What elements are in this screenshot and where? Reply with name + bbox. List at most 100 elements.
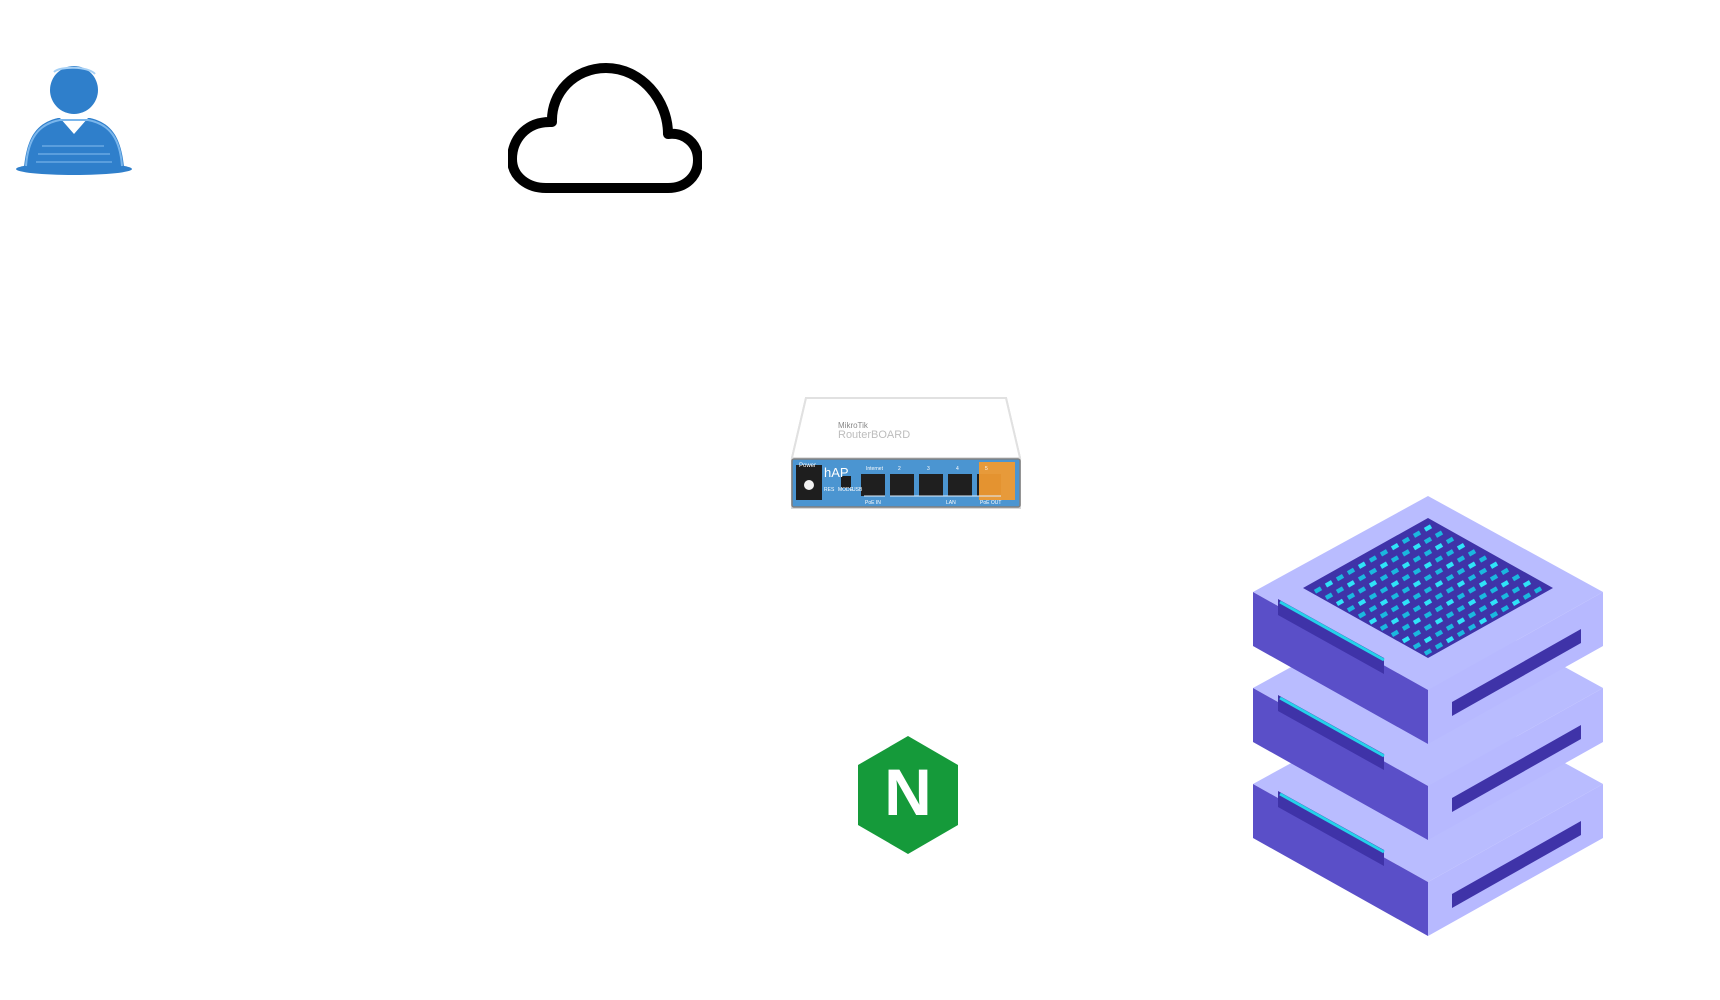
server-grid-dot [1434, 604, 1444, 613]
server-grid-dot [1379, 586, 1389, 594]
server-grid-dot [1467, 561, 1477, 569]
router-port-label-2: 2 [898, 466, 901, 472]
user-icon [8, 56, 140, 178]
server-grid-dot [1511, 598, 1521, 607]
server-grid-dot [1423, 586, 1433, 594]
server-grid-dot [1412, 604, 1422, 613]
router-reset-label: RES [824, 487, 835, 493]
server-grid-dot [1456, 629, 1466, 638]
server-grid-dot [1456, 567, 1466, 576]
server-grid-dot [1412, 555, 1422, 563]
server-grid-dot [1346, 567, 1356, 576]
server-grid-dot [1346, 580, 1356, 588]
server-grid-dot [1324, 592, 1334, 600]
router-series-text: hAP [824, 465, 849, 480]
server-grid-dot [1335, 598, 1345, 607]
server-grid-dot [1511, 586, 1521, 594]
server-grid-dot [1434, 542, 1444, 551]
server-grid-dot [1533, 586, 1543, 594]
server-grid-dot [1390, 542, 1400, 551]
router-model-text: RouterBOARD [838, 429, 910, 441]
server-grid-dot [1445, 611, 1455, 619]
server-grid-dot [1412, 592, 1422, 600]
server-grid-dot [1390, 580, 1400, 588]
router-port-label-4: 4 [956, 466, 959, 472]
server-grid-dot [1478, 604, 1488, 613]
server-grid-dot [1412, 567, 1422, 576]
server-grid-dot [1313, 586, 1323, 594]
router-poe-in-label: PoE IN [865, 500, 881, 506]
server-grid-dot [1467, 549, 1477, 557]
server-grid-dot [1467, 573, 1477, 582]
server-grid-dot [1423, 623, 1433, 631]
server-grid-dot [1489, 586, 1499, 594]
server-grid-dot [1500, 567, 1510, 576]
nginx-letter: N [884, 755, 932, 829]
server-grid-dot [1390, 604, 1400, 613]
server-grid-dot [1401, 635, 1411, 644]
server-grid-dot [1390, 617, 1400, 625]
server-grid-dot [1456, 592, 1466, 600]
server-grid-dot [1412, 530, 1422, 538]
server-grid-dot [1445, 536, 1455, 545]
server-grid-dot [1500, 580, 1510, 588]
server-grid-dot [1478, 617, 1488, 625]
server-grid-dot [1445, 623, 1455, 631]
server-grid-dot [1467, 611, 1477, 619]
server-grid-dot [1456, 580, 1466, 588]
server-grid-dot [1423, 573, 1433, 582]
server-grid-dot [1522, 592, 1532, 600]
router-port-label-5: 5 [985, 466, 988, 472]
server-grid-dot [1434, 617, 1444, 625]
server-grid-dot [1423, 549, 1433, 557]
server-grid-dot [1390, 555, 1400, 563]
server-grid-dot [1368, 604, 1378, 613]
server-grid-dot [1489, 561, 1499, 569]
router-icon: MikroTik RouterBOARD hAP Power RES MODE … [782, 390, 1024, 516]
server-grid-dot [1456, 555, 1466, 563]
server-grid-dot [1478, 592, 1488, 600]
server-grid-dot [1467, 586, 1477, 594]
server-grid-dot [1412, 542, 1422, 551]
server-grid-dot [1368, 592, 1378, 600]
server-grid-dot [1412, 629, 1422, 638]
server-grid-dot [1467, 623, 1477, 631]
server-grid-dot [1500, 604, 1510, 613]
server-grid-dot [1401, 586, 1411, 594]
server-grid-dot [1511, 573, 1521, 582]
server-grid-dot [1412, 642, 1422, 650]
server-grid-dot [1445, 549, 1455, 557]
server-grid-dot [1412, 580, 1422, 588]
server-grid-dot [1357, 611, 1367, 619]
server-grid-dot [1434, 530, 1444, 538]
server-grid-dot [1346, 592, 1356, 600]
server-grid-dot [1335, 586, 1345, 594]
server-grid-dot [1423, 524, 1433, 532]
router-usb-label: USB [852, 487, 863, 493]
server-grid-dot [1390, 592, 1400, 600]
server-grid-dot [1423, 635, 1433, 644]
server-grid-dot [1412, 617, 1422, 625]
server-grid-dot [1467, 598, 1477, 607]
server-grid-dot [1423, 611, 1433, 619]
router-mode-label: MODE [838, 487, 854, 493]
router-brand-text: MikroTik [838, 421, 869, 430]
server-grid-dot [1434, 555, 1444, 563]
server-grid-dot [1434, 580, 1444, 588]
server-grid-dot [1478, 567, 1488, 576]
server-grid-dot [1357, 561, 1367, 569]
server-grid-dot [1445, 598, 1455, 607]
server-grid-dot [1456, 542, 1466, 551]
server-grid-dot [1379, 611, 1389, 619]
server-grid-dot [1379, 549, 1389, 557]
server-grid-dot [1368, 555, 1378, 563]
router-port-label-3: 3 [927, 466, 930, 472]
server-grid-dot [1379, 623, 1389, 631]
server-grid-dot [1390, 567, 1400, 576]
server-grid-dot [1423, 598, 1433, 607]
server-grid-dot [1379, 598, 1389, 607]
server-grid-dot [1500, 592, 1510, 600]
server-grid-dot [1434, 629, 1444, 638]
server-grid-dot [1478, 555, 1488, 563]
